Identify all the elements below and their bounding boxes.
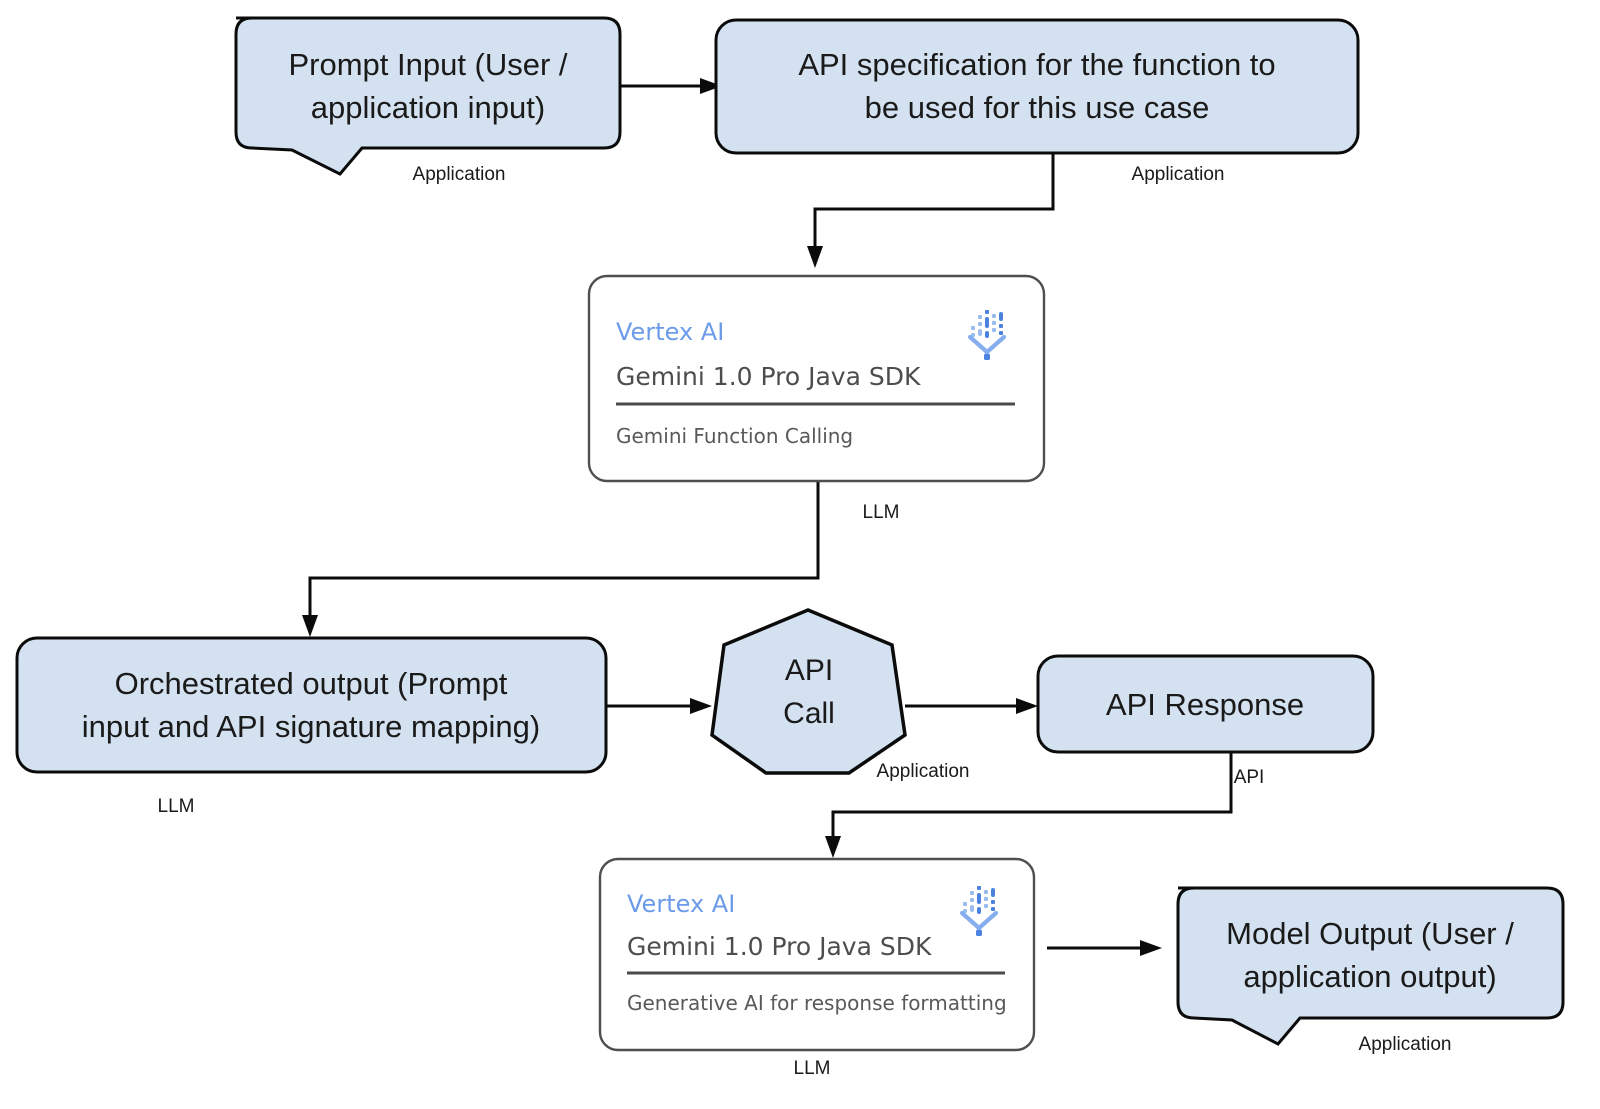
orchestrated-output-role-label: LLM — [158, 796, 195, 817]
prompt-input-line-2: application input) — [311, 90, 545, 125]
vertex-card-bottom-role-label: LLM — [794, 1058, 831, 1079]
node-vertex-card-top[interactable]: Vertex AI Gemini 1.0 Pro Java SDK Gemini… — [587, 274, 1046, 483]
model-output-line-2: application output) — [1243, 959, 1496, 994]
edge-vertex-top-to-orchestrated — [302, 481, 820, 637]
vertex-card-bottom-title: Gemini 1.0 Pro Java SDK — [627, 932, 932, 961]
api-response-role-label: API — [1234, 767, 1265, 788]
model-output-line-1: Model Output (User / — [1226, 916, 1514, 951]
vertex-card-top-title: Gemini 1.0 Pro Java SDK — [616, 362, 921, 391]
api-spec-role-label: Application — [1132, 164, 1225, 185]
api-call-line-1: API — [785, 654, 833, 687]
api-call-line-2: Call — [783, 697, 835, 730]
node-api-specification[interactable]: API specification for the function to be… — [714, 18, 1360, 155]
orchestrated-output-line-1: Orchestrated output (Prompt — [115, 666, 508, 701]
edge-apiresponse-to-vertex-bottom — [825, 752, 1233, 858]
api-spec-line-2: be used for this use case — [865, 90, 1210, 125]
node-api-response[interactable]: API Response — [1036, 654, 1375, 754]
node-prompt-input[interactable]: Prompt Input (User / application input) — [234, 16, 622, 176]
vertex-card-bottom-subtitle: Generative AI for response formatting — [627, 991, 1007, 1015]
api-call-role-label: Application — [877, 761, 970, 782]
node-api-call[interactable]: API Call — [710, 608, 907, 775]
prompt-input-line-1: Prompt Input (User / — [288, 47, 567, 82]
edge-apicall-to-apiresponse — [905, 698, 1038, 714]
connector-layer — [302, 78, 1233, 956]
api-spec-line-1: API specification for the function to — [798, 47, 1275, 82]
model-output-role-label: Application — [1359, 1034, 1452, 1055]
edge-prompt-to-apispec — [620, 78, 722, 94]
orchestrated-output-line-2: input and API signature mapping) — [82, 709, 540, 744]
prompt-input-role-label: Application — [413, 164, 506, 185]
node-model-output[interactable]: Model Output (User / application output) — [1176, 886, 1565, 1046]
node-vertex-card-bottom[interactable]: Vertex AI Gemini 1.0 Pro Java SDK Genera… — [598, 857, 1036, 1052]
vertex-card-bottom-brand: Vertex AI — [627, 890, 735, 918]
vertex-card-top-subtitle: Gemini Function Calling — [616, 424, 853, 448]
api-response-label: API Response — [1106, 687, 1304, 722]
vertex-card-top-brand: Vertex AI — [616, 318, 724, 346]
vertex-card-top-role-label: LLM — [863, 502, 900, 523]
edge-orchestrated-to-apicall — [606, 698, 712, 714]
edge-vertex-bottom-to-modeloutput — [1047, 940, 1162, 956]
edge-apispec-to-vertex-top — [807, 153, 1055, 268]
node-orchestrated-output[interactable]: Orchestrated output (Prompt input and AP… — [15, 636, 608, 774]
